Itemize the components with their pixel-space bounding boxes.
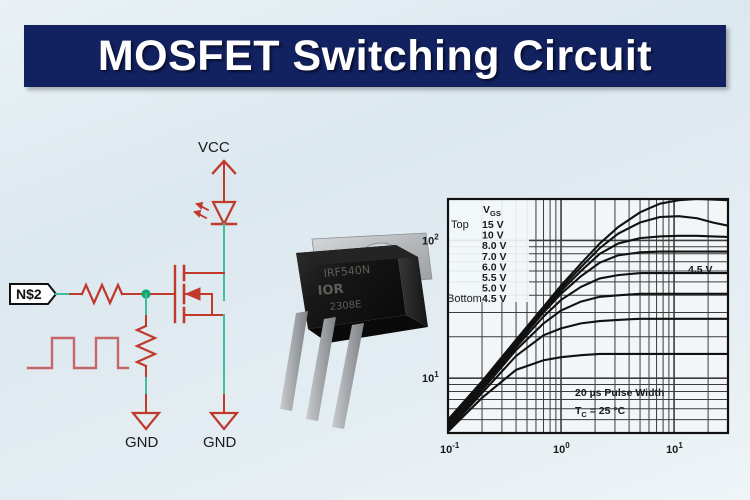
marking-line-3: 2308E (329, 299, 362, 313)
mosfet-package-photo: IRF540N IOR 2308E (278, 215, 448, 450)
curve-10v (447, 215, 729, 423)
curve-80v (447, 234, 729, 426)
legend-entry-4: 6.0 V (482, 261, 507, 273)
chart-axis-labels: 10-1 100 101 102 101 (422, 232, 683, 456)
legend-entry-3: 7.0 V (482, 251, 507, 263)
package-plastic-body (296, 245, 428, 343)
legend-backdrop (449, 200, 529, 302)
legend-entry-2: 8.0 V (482, 240, 507, 252)
legend-entry-5: 5.5 V (482, 272, 507, 284)
curve-55v (447, 292, 728, 430)
gnd-symbol-left: GND (125, 394, 162, 451)
chart-legend: VGS Top Bottom 15 V10 V8.0 V7.0 V6.0 V5.… (447, 204, 507, 305)
net-label-n2: N$2 (9, 283, 58, 305)
gnd-symbol-right: GND (203, 394, 240, 451)
pulldown-resistor-symbol (134, 315, 158, 383)
lead-1 (280, 311, 308, 411)
case-temp-subscript: C (581, 410, 587, 419)
case-temp-t: T (575, 405, 582, 417)
led-symbol (193, 185, 238, 227)
curve-label-4v5: 4.5 V (688, 264, 713, 276)
mosfet-symbol (145, 264, 225, 324)
chart-annotations: 4.5 V 20 µs Pulse Width TC = 25 °C (575, 264, 713, 419)
x-tick-0: 10-1 (440, 441, 460, 456)
legend-title-main: V (483, 204, 490, 216)
legend-bottom-label: Bottom (447, 293, 482, 305)
curve-70v (447, 250, 728, 427)
title-banner: MOSFET Switching Circuit (24, 25, 726, 87)
marking-line-1: IRF540N (323, 263, 370, 280)
curve-45v (447, 352, 728, 433)
package-leads (280, 311, 364, 429)
vcc-label: VCC (198, 139, 230, 156)
y-tick-1: 101 (422, 370, 439, 385)
legend-entry-0: 15 V (482, 219, 504, 231)
marking-line-2: IOR (317, 282, 344, 299)
curve-50v (447, 317, 728, 431)
plot-frame (446, 197, 730, 435)
case-temp-value: = 25 °C (587, 405, 626, 417)
package-markings: IRF540N IOR 2308E (317, 263, 370, 313)
series-resistor-symbol (69, 282, 147, 306)
legend-entry-1: 10 V (482, 230, 504, 242)
pulse-width-note: 20 µs Pulse Width (575, 387, 664, 399)
legend-top-label: Top (451, 219, 469, 231)
legend-entry-6: 5.0 V (482, 283, 507, 295)
square-wave-symbol (26, 336, 130, 370)
x-tick-1: 100 (553, 441, 570, 456)
legend-entry-list: 15 V10 V8.0 V7.0 V6.0 V5.5 V5.0 V4.5 V (482, 219, 507, 305)
gnd-label-right: GND (203, 434, 237, 451)
legend-title-subscript: GS (490, 209, 501, 218)
net-label-text: N$2 (16, 286, 42, 302)
gnd-label-left: GND (125, 434, 159, 451)
curve-60v (447, 271, 728, 428)
circuit-schematic: N$2 (0, 120, 300, 480)
y-tick-0: 102 (422, 232, 439, 247)
x-tick-2: 101 (666, 441, 683, 456)
lead-2 (306, 317, 336, 421)
lead-3 (332, 323, 364, 429)
legend-title: VGS (483, 204, 501, 218)
legend-entry-7: 4.5 V (482, 293, 507, 305)
case-temp-note: TC = 25 °C (575, 405, 626, 419)
page-title: MOSFET Switching Circuit (97, 31, 653, 80)
